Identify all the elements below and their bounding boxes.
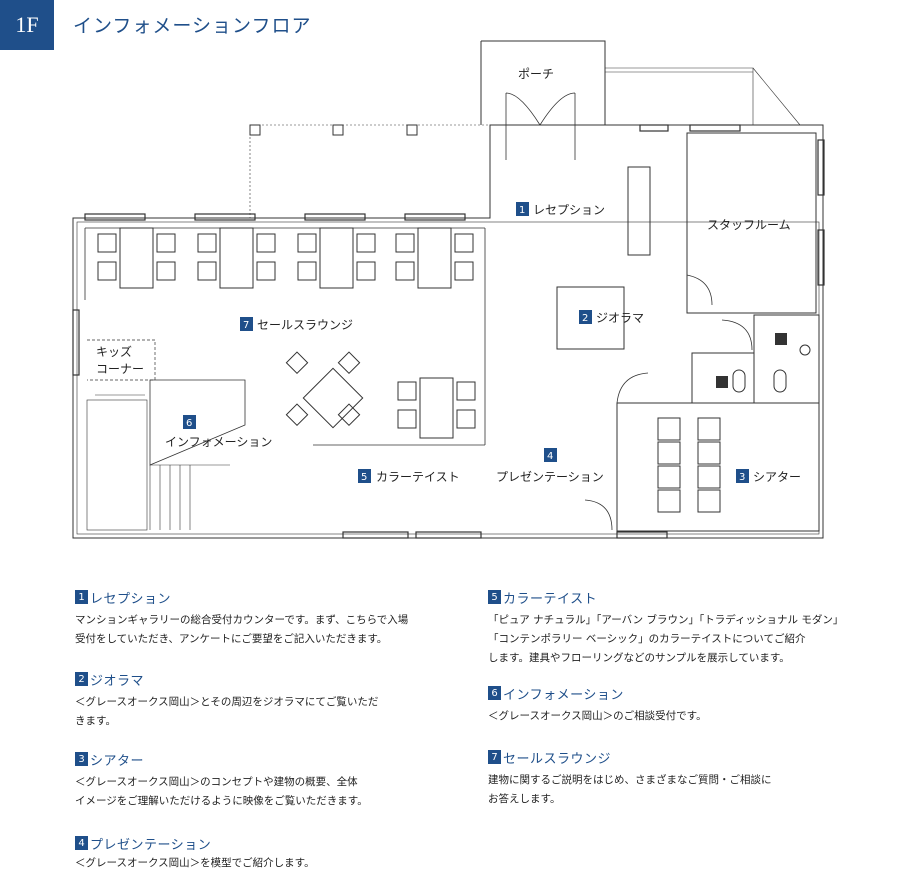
floor-plan: ポーチ スタッフルーム キッズ コーナー 1 レセプション 2 ジオラマ 3 シ… (72, 40, 825, 539)
description-title: シアター (90, 753, 145, 769)
kids-corner-border (87, 339, 156, 381)
room-name: シアター (753, 470, 801, 484)
page-title: インフォメーションフロア (73, 15, 312, 37)
staff-room-wall (686, 132, 817, 314)
entrance-door (505, 92, 576, 160)
description-body: 建物に関するご説明をはじめ、さまざまなご質問・ご相談に お答えします。 (488, 774, 772, 805)
floor-badge: 1F (0, 0, 54, 50)
description-number: 1 (75, 590, 88, 604)
floor-badge-text: 1F (15, 12, 39, 37)
room-label-color-taste: 5 カラーテイスト (358, 469, 460, 484)
description-title: セールスラウンジ (503, 751, 612, 767)
description-number: 4 (75, 836, 88, 850)
outer-wall (72, 124, 824, 539)
staff-room-door (686, 274, 713, 306)
room-label-reception: 1 レセプション (516, 202, 605, 217)
kids-corner-label: キッズ (96, 344, 132, 359)
restroom-icons (716, 333, 787, 388)
description-body: ＜グレースオークス岡山＞のコンセプトや建物の概要、全体 イメージをご理解いただけ… (75, 776, 368, 807)
terrace-post (332, 124, 344, 136)
room-name: レセプション (533, 203, 605, 217)
description-number: 3 (75, 752, 88, 766)
room-label-sales-lounge: 7 セールスラウンジ (240, 317, 353, 332)
room-number: 2 (582, 313, 588, 324)
room-name: セールスラウンジ (257, 318, 353, 332)
window-frames (72, 124, 825, 539)
room-label-theater: 3 シアター (736, 469, 801, 484)
description-body: ＜グレースオークス岡山＞のご相談受付です。 (488, 710, 707, 722)
room-number: 3 (739, 472, 745, 483)
theater-door (616, 372, 649, 404)
kids-corner-label: コーナー (96, 362, 144, 376)
room-number: 6 (186, 418, 192, 429)
terrace-dotted (249, 124, 490, 218)
lounge-tables (119, 227, 454, 439)
room-name: ジオラマ (596, 311, 644, 325)
staff-room-label: スタッフルーム (707, 218, 791, 232)
description-body: 「ピュア ナチュラル」「アーバン ブラウン」「トラディッショナル モダン」 「コ… (488, 614, 844, 664)
presentation-door (584, 499, 613, 531)
description-number: 5 (488, 590, 501, 604)
description-title: レセプション (90, 591, 172, 607)
room-number: 4 (547, 451, 553, 462)
reception-counter (627, 166, 651, 256)
lounge-partition (84, 227, 486, 446)
diorama-table (556, 286, 625, 350)
room-label-presentation: 4 プレゼンテーション (496, 448, 604, 484)
restroom-icon (716, 376, 728, 388)
description-number: 6 (488, 686, 501, 700)
room-number: 5 (361, 472, 367, 483)
theater-wall (616, 402, 820, 532)
description-number: 2 (75, 672, 88, 686)
terrace-post (406, 124, 418, 136)
restroom-door (721, 319, 753, 351)
description-number: 7 (488, 750, 501, 764)
porch-label: ポーチ (518, 67, 554, 81)
description-title: ジオラマ (90, 673, 145, 689)
information-counter (149, 379, 246, 466)
description-body: ＜グレースオークス岡山＞とその周辺をジオラマにてご覧いただ きます。 (75, 696, 379, 727)
description-title: プレゼンテーション (90, 837, 212, 853)
terrace-post (249, 124, 261, 136)
porch-roof-edge (752, 67, 801, 126)
description-body: マンションギャラリーの総合受付カウンターです。まず、こちらで入場 受付をしていた… (75, 614, 409, 645)
restroom-wall (753, 314, 820, 404)
room-label-information: 6 インフォメーション (165, 415, 272, 449)
toilet (773, 369, 787, 393)
theater-seats (657, 417, 721, 513)
description-title: カラーテイスト (503, 591, 598, 607)
room-name: プレゼンテーション (496, 470, 604, 484)
room-number: 1 (519, 205, 525, 216)
porch-canopy (605, 67, 754, 125)
toilet (732, 369, 746, 393)
description-title: インフォメーション (503, 687, 624, 703)
restroom-icon (775, 333, 787, 345)
room-label-diorama: 2 ジオラマ (579, 310, 644, 325)
stairs (86, 394, 230, 531)
room-name: カラーテイスト (376, 470, 460, 484)
room-number: 7 (243, 320, 249, 331)
lounge-chairs (97, 233, 476, 429)
sink (799, 344, 811, 356)
porch-wall (480, 40, 606, 125)
description-body: ＜グレースオークス岡山＞を模型でご紹介します。 (75, 857, 315, 869)
room-name: インフォメーション (165, 435, 272, 449)
